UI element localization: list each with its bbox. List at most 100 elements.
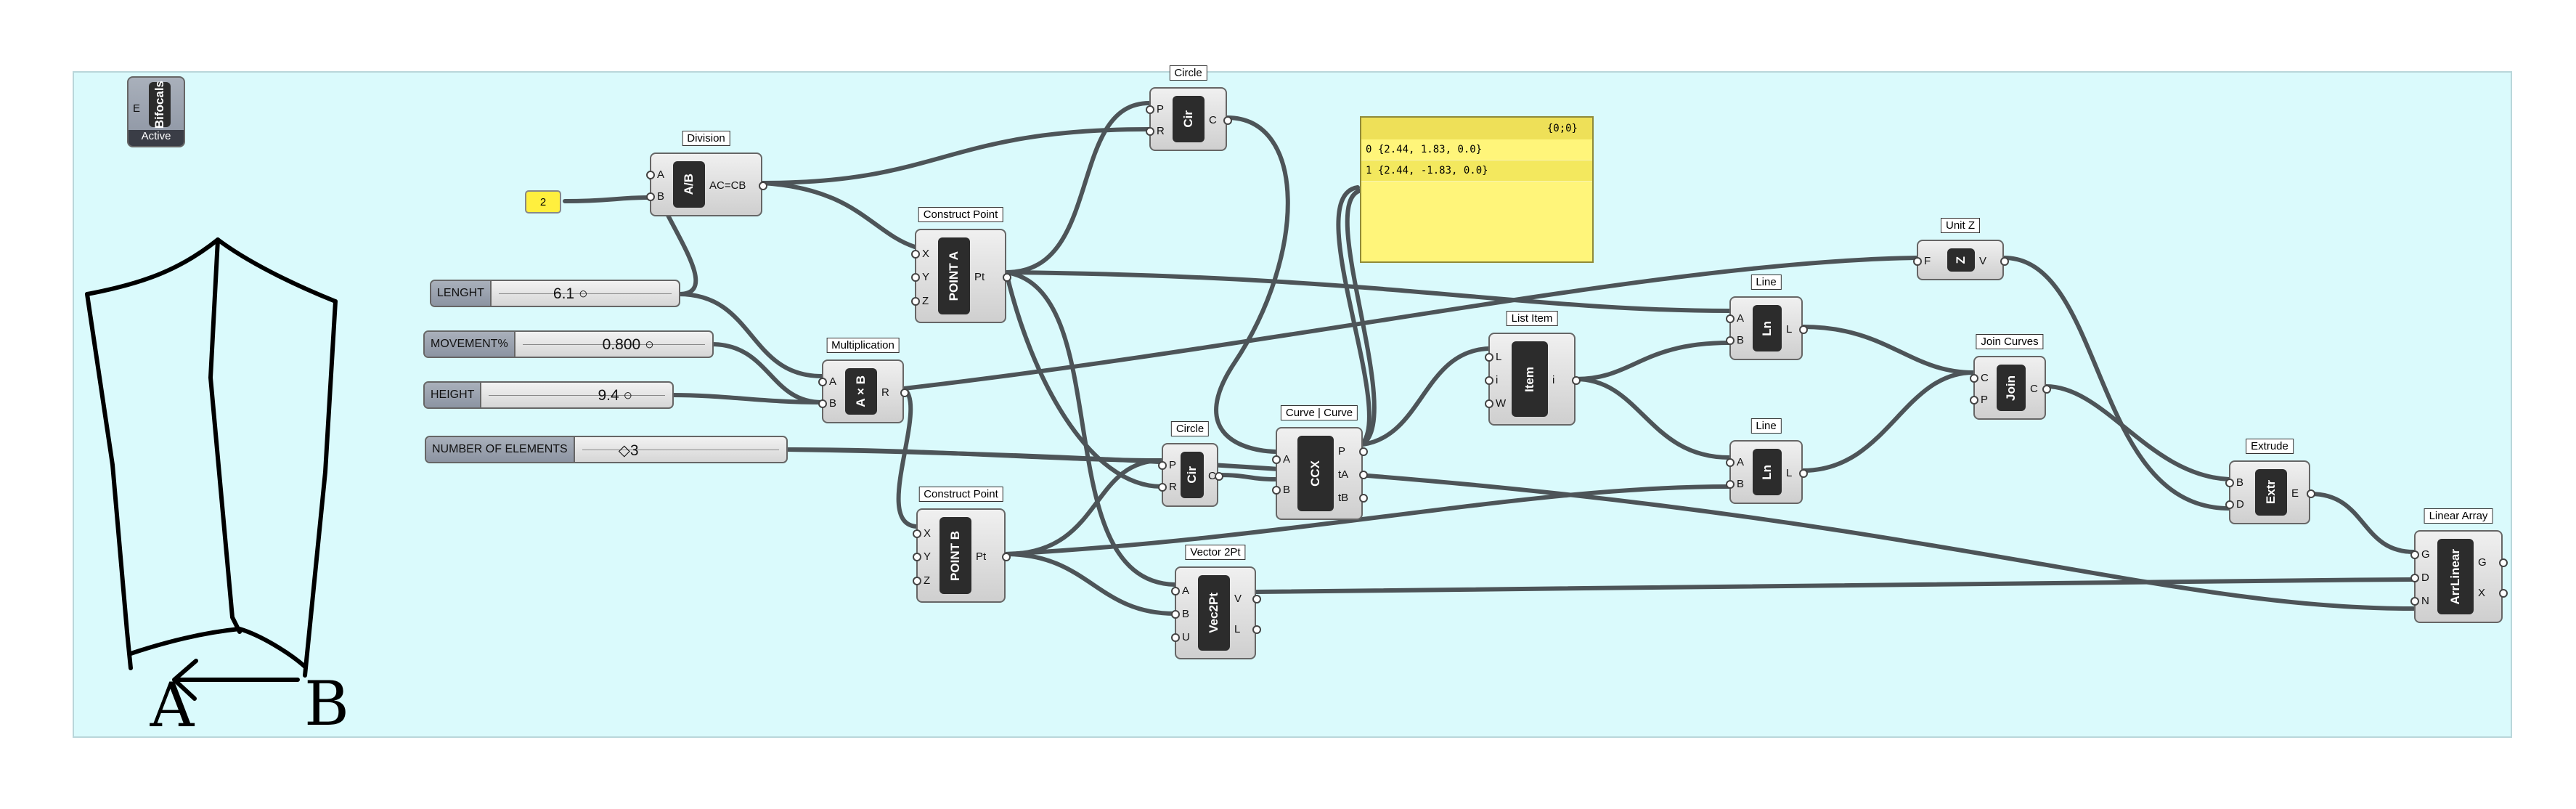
list-item-output-i[interactable]: i [1552, 374, 1555, 386]
slider-grip-icon[interactable]: ○ [574, 285, 588, 302]
linear-array-input-grip[interactable] [2410, 574, 2419, 582]
vector2pt-input-grip[interactable] [1171, 633, 1180, 642]
construct-b-input-grip[interactable] [913, 576, 921, 585]
list-item-input-w[interactable]: W [1496, 397, 1507, 410]
linear-array-input-n[interactable]: N [2421, 595, 2429, 607]
construct-a-input-grip[interactable] [911, 249, 920, 259]
linear-array-output-grip[interactable] [2499, 558, 2508, 567]
multiplication-input-grip[interactable] [818, 378, 827, 387]
circle2-input-grip[interactable] [1158, 482, 1167, 492]
ccx-output-grip[interactable] [1359, 494, 1368, 503]
line2-input-b[interactable]: B [1737, 477, 1745, 490]
extrude-input-grip[interactable] [2225, 500, 2234, 509]
unit-z-input-grip[interactable] [1913, 257, 1922, 266]
extrude-output-e[interactable]: E [2291, 487, 2299, 500]
line2-input-a[interactable]: A [1737, 456, 1745, 469]
construct-b-input-x[interactable]: X [924, 527, 932, 540]
construct-b-output-pt[interactable]: Pt [976, 550, 987, 563]
ccx-output-p[interactable]: P [1338, 445, 1346, 458]
construct-b-input-y[interactable]: Y [924, 550, 932, 563]
division-input-b[interactable]: B [657, 190, 665, 203]
ccx-input-grip[interactable] [1272, 486, 1281, 495]
vector2pt-output-grip[interactable] [1252, 625, 1261, 635]
list-item-input-grip[interactable] [1485, 399, 1493, 408]
circle2-input-grip[interactable] [1158, 461, 1167, 471]
extrude-output-grip[interactable] [2307, 489, 2315, 498]
unit-z-output-v[interactable]: V [1979, 255, 1987, 267]
ccx-output-grip[interactable] [1359, 471, 1368, 479]
vector2pt-input-grip[interactable] [1171, 610, 1180, 619]
line1-output-l[interactable]: L [1786, 323, 1793, 336]
list-item-input-l[interactable]: L [1496, 351, 1502, 363]
join-curves-input-grip[interactable] [1970, 395, 1978, 404]
circle2-output-grip[interactable] [1215, 472, 1223, 481]
join-curves-output-grip[interactable] [2042, 385, 2051, 394]
multiplication-input-grip[interactable] [818, 399, 827, 408]
join-curves-input-p[interactable]: P [1981, 393, 1989, 406]
construct-b-input-z[interactable]: Z [924, 574, 931, 587]
slider-movement[interactable]: MOVEMENT% 0.800 ○ [423, 330, 714, 358]
output-panel[interactable]: {0;0} 0 {2.44, 1.83, 0.0} 1 {2.44, -1.83… [1360, 116, 1594, 263]
line2-input-grip[interactable] [1726, 458, 1735, 468]
circle2-input-p[interactable]: P [1169, 459, 1177, 472]
list-item-input-grip[interactable] [1485, 376, 1493, 385]
construct-a-input-grip[interactable] [911, 273, 920, 282]
division-input-a[interactable]: A [657, 168, 665, 182]
circle1-input-p[interactable]: P [1157, 103, 1165, 116]
ccx-input-grip[interactable] [1272, 455, 1281, 464]
vector2pt-input-grip[interactable] [1171, 587, 1180, 595]
multiplication-input-b[interactable]: B [829, 397, 837, 410]
line2-output-l[interactable]: L [1786, 467, 1793, 479]
join-curves-input-grip[interactable] [1970, 374, 1978, 383]
slider-grip-icon[interactable]: ○ [619, 387, 633, 404]
number-param[interactable]: 2 [525, 190, 561, 214]
line1-input-b[interactable]: B [1737, 333, 1745, 346]
circle1-output-grip[interactable] [1223, 116, 1232, 125]
extrude-input-b[interactable]: B [2236, 476, 2244, 489]
list-item-output-grip[interactable] [1572, 376, 1581, 385]
construct-b-input-grip[interactable] [913, 553, 921, 561]
division-output-accb[interactable]: AC=CB [709, 179, 746, 192]
line1-input-grip[interactable] [1726, 336, 1735, 345]
bifocals-component[interactable]: E Bifocals Active [127, 76, 185, 147]
ccx-output-ta[interactable]: tA [1338, 468, 1349, 481]
linear-array-output-g[interactable]: G [2478, 556, 2487, 569]
extrude-input-grip[interactable] [2225, 479, 2234, 488]
ccx-input-a[interactable]: A [1283, 452, 1291, 466]
circle2-input-r[interactable]: R [1169, 480, 1177, 493]
linear-array-input-grip[interactable] [2410, 597, 2419, 606]
unit-z-input-f[interactable]: F [1924, 255, 1931, 267]
construct-a-output-pt[interactable]: Pt [974, 271, 985, 283]
slider-grip-icon[interactable]: ○ [640, 336, 654, 353]
multiplication-output-grip[interactable] [900, 389, 909, 397]
multiplication-input-a[interactable]: A [829, 375, 837, 389]
construct-b-input-grip[interactable] [913, 529, 921, 538]
vector2pt-output-v[interactable]: V [1234, 592, 1242, 605]
vector2pt-output-l[interactable]: L [1234, 623, 1241, 636]
slider-grip-icon[interactable]: ◇ [618, 442, 630, 459]
division-input-grip[interactable] [646, 192, 655, 201]
construct-a-input-grip[interactable] [911, 296, 920, 306]
vector2pt-input-u[interactable]: U [1182, 631, 1190, 643]
list-item-input-i[interactable]: i [1496, 374, 1499, 386]
vector2pt-input-b[interactable]: B [1182, 608, 1190, 620]
vector2pt-input-a[interactable]: A [1182, 585, 1190, 597]
division-input-grip[interactable] [646, 171, 655, 180]
slider-lenght[interactable]: LENGHT 6.1 ○ [430, 280, 680, 307]
unit-z-output-grip[interactable] [2000, 257, 2009, 266]
join-curves-output-c[interactable]: C [2030, 383, 2038, 395]
extrude-input-d[interactable]: D [2236, 497, 2244, 511]
multiplication-output-r[interactable]: R [881, 386, 889, 399]
construct-a-input-z[interactable]: Z [922, 294, 929, 307]
